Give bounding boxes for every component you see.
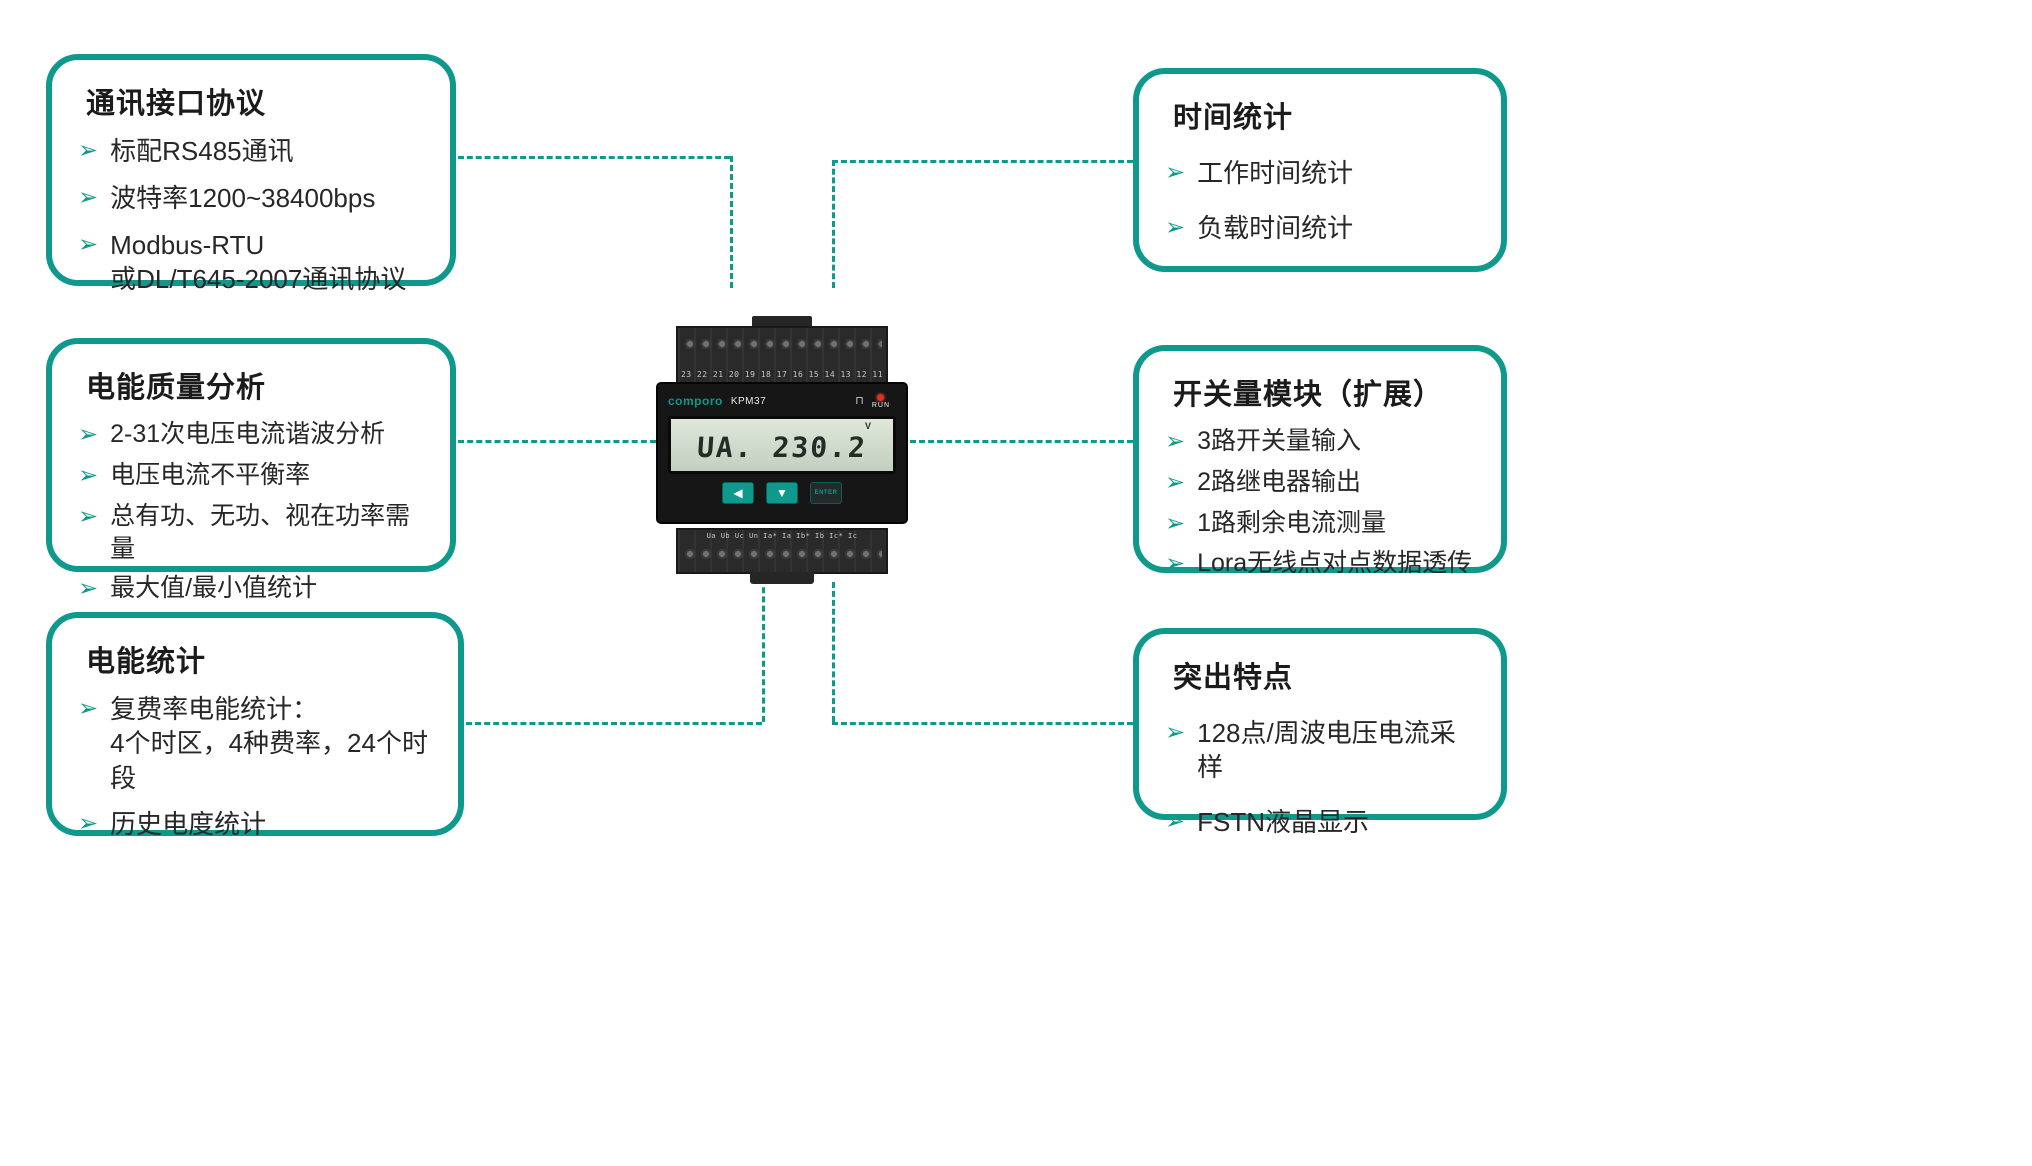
feature-text: 波特率1200~38400bps xyxy=(110,182,376,213)
device-label-row: comporo KPM37 ⊓ RUN xyxy=(668,390,896,412)
run-indicator: RUN xyxy=(871,393,890,409)
connector-line xyxy=(458,156,730,159)
run-led xyxy=(877,393,885,401)
feature-text: FSTN液晶显示 xyxy=(1197,806,1369,837)
connector-line xyxy=(832,722,1133,725)
feature-text: 复费率电能统计： 4个时区，4种费率，24个时段 xyxy=(110,694,428,793)
arrow-bullet-icon: ➢ xyxy=(1165,807,1186,835)
device-front-panel: comporo KPM37 ⊓ RUN V UA. 230.2 ◀ ▼ xyxy=(656,382,908,524)
arrow-bullet-icon: ➢ xyxy=(78,137,99,164)
feature-item: ➢ 2-31次电压电流谐波分析 xyxy=(78,418,424,453)
callout-power-quality: 电能质量分析 ➢ 2-31次电压电流谐波分析 ➢ 电压电流不平衡率 ➢ 总有功、… xyxy=(46,338,456,602)
feature-text: 最大值/最小值统计 xyxy=(110,573,318,602)
feature-item: ➢ Modbus-RTU 或DL/T645-2007通讯协议 xyxy=(78,228,424,297)
connector-line xyxy=(832,160,835,288)
feature-text: 1路剩余电流测量 xyxy=(1197,508,1387,537)
terminal-numbers: 23 22 21 20 19 18 17 16 15 14 13 12 11 xyxy=(680,370,884,379)
feature-item: ➢ FSTN液晶显示 xyxy=(1165,805,1475,840)
feature-item: ➢ 复费率电能统计： 4个时区，4种费率，24个时段 xyxy=(78,692,432,795)
callout-title: 突出特点 xyxy=(1173,662,1294,694)
feature-item: ➢ 电压电流不平衡率 xyxy=(78,459,424,494)
feature-text: 3路开关量输入 xyxy=(1197,427,1362,455)
pulse-icon: ⊓ xyxy=(855,394,864,407)
feature-item: ➢ 3路开关量输入 xyxy=(1165,425,1475,460)
run-label: RUN xyxy=(871,401,890,409)
brand-logo: comporo xyxy=(668,394,723,408)
callout-title: 电能统计 xyxy=(86,646,207,678)
enter-button: ENTER xyxy=(810,482,842,504)
model-label: KPM37 xyxy=(730,395,767,407)
feature-item: ➢ 波特率1200~38400bps xyxy=(78,181,424,216)
lcd-unit-label: V xyxy=(864,421,871,431)
connector-line xyxy=(730,156,733,288)
feature-text: Lora无线点对点数据透传 xyxy=(1197,549,1473,578)
lcd-reading: UA. 230.2 xyxy=(695,431,869,464)
arrow-bullet-icon: ➢ xyxy=(78,421,99,448)
arrow-bullet-icon: ➢ xyxy=(1165,428,1186,455)
feature-item: ➢ 2路继电器输出 xyxy=(1165,466,1475,501)
arrow-bullet-icon: ➢ xyxy=(78,574,99,602)
feature-item: ➢ 128点/周波电压电流采样 xyxy=(1165,716,1475,785)
terminal-labels: Ua Ub Uc Un Ia* Ia Ib* Ib Ic* Ic xyxy=(706,532,858,540)
feature-text: Modbus-RTU 或DL/T645-2007通讯协议 xyxy=(110,229,407,294)
arrow-bullet-icon: ➢ xyxy=(1165,468,1186,496)
arrow-bullet-icon: ➢ xyxy=(1165,719,1186,746)
down-arrow-button: ▼ xyxy=(766,482,798,504)
left-arrow-icon: ◀ xyxy=(733,486,743,500)
power-meter-device: 23 22 21 20 19 18 17 16 15 14 13 12 11 c… xyxy=(656,316,908,584)
callout-communication-protocol: 通讯接口协议 ➢ 标配RS485通讯 ➢ 波特率1200~38400bps ➢ … xyxy=(46,54,456,294)
feature-text: 标配RS485通讯 xyxy=(110,136,294,166)
connector-line xyxy=(762,578,765,722)
callout-title: 时间统计 xyxy=(1173,102,1294,134)
feature-text: 电压电流不平衡率 xyxy=(110,460,311,489)
arrow-bullet-icon: ➢ xyxy=(1165,509,1186,537)
terminal-screws xyxy=(682,544,882,564)
feature-item: ➢ 最大值/最小值统计 xyxy=(78,572,424,607)
connector-line xyxy=(458,440,656,443)
arrow-bullet-icon: ➢ xyxy=(78,502,99,530)
feature-item: ➢ 总有功、无功、视在功率需量 xyxy=(78,500,424,566)
terminal-screws xyxy=(682,334,882,354)
feature-text: 历史电度统计 xyxy=(110,808,267,839)
connector-line xyxy=(466,722,762,725)
arrow-bullet-icon: ➢ xyxy=(78,230,99,258)
connector-line xyxy=(832,582,835,722)
feature-item: ➢ Lora无线点对点数据透传 xyxy=(1165,547,1475,582)
device-button-row: ◀ ▼ ENTER xyxy=(668,482,896,504)
feature-item: ➢ 1路剩余电流测量 xyxy=(1165,507,1475,542)
left-arrow-button: ◀ xyxy=(722,482,754,504)
feature-item: ➢ 标配RS485通讯 xyxy=(78,134,424,169)
callout-time-statistics: 时间统计 ➢ 工作时间统计 ➢ 负载时间统计 xyxy=(1133,68,1507,272)
callout-title: 开关量模块（扩展） xyxy=(1173,379,1444,411)
lcd-display: V UA. 230.2 xyxy=(668,416,896,474)
arrow-bullet-icon: ➢ xyxy=(1165,550,1186,578)
top-terminal-block: 23 22 21 20 19 18 17 16 15 14 13 12 11 xyxy=(676,326,888,384)
arrow-bullet-icon: ➢ xyxy=(1165,213,1186,241)
arrow-bullet-icon: ➢ xyxy=(78,461,99,489)
bottom-terminal-block: Ua Ub Uc Un Ia* Ia Ib* Ib Ic* Ic xyxy=(676,528,888,574)
connector-line xyxy=(910,440,1133,443)
connector-line xyxy=(832,160,1133,163)
arrow-bullet-icon: ➢ xyxy=(78,695,99,722)
feature-item: ➢ 负载时间统计 xyxy=(1165,211,1475,246)
din-tab-bottom xyxy=(750,572,814,584)
arrow-bullet-icon: ➢ xyxy=(78,183,99,211)
callout-title: 通讯接口协议 xyxy=(86,88,267,120)
feature-item: ➢ 工作时间统计 xyxy=(1165,156,1475,191)
feature-text: 负载时间统计 xyxy=(1197,212,1354,243)
feature-text: 2-31次电压电流谐波分析 xyxy=(110,420,386,448)
din-tab-top xyxy=(752,316,812,328)
down-arrow-icon: ▼ xyxy=(776,486,788,500)
feature-text: 2路继电器输出 xyxy=(1197,467,1362,496)
callout-switch-module: 开关量模块（扩展） ➢ 3路开关量输入 ➢ 2路继电器输出 ➢ 1路剩余电流测量… xyxy=(1133,345,1507,577)
callout-energy-statistics: 电能统计 ➢ 复费率电能统计： 4个时区，4种费率，24个时段 ➢ 历史电度统计 xyxy=(46,612,464,839)
feature-text: 工作时间统计 xyxy=(1197,158,1354,188)
feature-item: ➢ 历史电度统计 xyxy=(78,807,432,842)
callout-key-features: 突出特点 ➢ 128点/周波电压电流采样 ➢ FSTN液晶显示 xyxy=(1133,628,1507,837)
arrow-bullet-icon: ➢ xyxy=(1165,159,1186,186)
callout-title: 电能质量分析 xyxy=(86,372,267,404)
arrow-bullet-icon: ➢ xyxy=(78,809,99,837)
feature-text: 128点/周波电压电流采样 xyxy=(1197,718,1456,783)
feature-text: 总有功、无功、视在功率需量 xyxy=(110,501,411,563)
